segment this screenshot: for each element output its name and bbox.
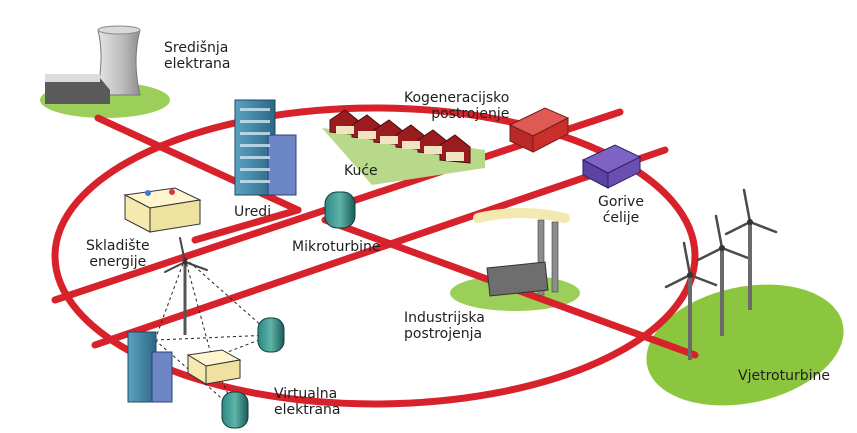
label-houses-text: Kuće — [344, 163, 378, 179]
label-storage-line1: Skladište — [86, 238, 150, 254]
power-plant-icon — [45, 25, 141, 104]
label-central-plant: Središnja elektrana — [164, 40, 231, 72]
label-offices-text: Uredi — [234, 204, 272, 220]
wind-turbine-icon — [164, 237, 208, 335]
cogeneration-plant-icon — [508, 107, 570, 153]
label-cogeneration-line2: postrojenje — [431, 106, 510, 122]
wind-turbine-icon — [696, 214, 750, 336]
grid-ring — [51, 104, 699, 408]
label-fuel-cells-line1: Gorive — [598, 194, 644, 210]
label-central-plant-line1: Središnja — [164, 40, 229, 56]
microturbine-icon — [324, 191, 356, 229]
label-wind-turbines-text: Vjetroturbine — [738, 368, 830, 384]
label-houses: Kuće — [344, 163, 378, 179]
label-central-plant-line2: elektrana — [164, 56, 231, 72]
fuel-cell-icon — [581, 144, 642, 189]
label-offices: Uredi — [234, 204, 271, 220]
grid-line-storage — [191, 206, 302, 244]
label-industrial: Industrijska postrojenja — [404, 310, 485, 342]
wind-turbine-icon — [664, 241, 718, 360]
label-virtual-plant-line2: elektrana — [274, 402, 341, 418]
wind-farm — [664, 188, 778, 360]
label-cogeneration: Kogeneracijsko postrojenje — [404, 90, 509, 122]
label-storage: Skladište energije — [86, 238, 150, 270]
virtual-plant-network — [154, 257, 273, 411]
label-fuel-cells: Gorive ćelije — [598, 194, 644, 226]
office-building-icon — [234, 99, 297, 196]
grid-line-fuel-cells — [91, 146, 669, 349]
label-cogeneration-line1: Kogeneracijsko — [404, 90, 510, 106]
label-wind-turbines: Vjetroturbine — [738, 368, 830, 384]
industrial-plant-icon — [473, 208, 570, 297]
label-industrial-line1: Industrijska — [404, 310, 485, 326]
office-building-icon — [127, 331, 173, 403]
microturbine-icon — [221, 391, 249, 429]
label-microturbines-text: Mikroturbine — [292, 239, 381, 255]
houses-icon — [322, 109, 485, 185]
label-industrial-line2: postrojenja — [404, 326, 483, 342]
label-virtual-plant: Virtualna elektrana — [274, 386, 341, 418]
wind-turbine-icon — [724, 188, 778, 310]
microturbine-icon — [257, 317, 285, 353]
label-virtual-plant-line1: Virtualna — [274, 386, 338, 402]
energy-storage-icon — [123, 187, 202, 233]
energy-storage-icon — [186, 349, 242, 385]
label-microturbines: Mikroturbine — [292, 239, 380, 255]
label-fuel-cells-line2: ćelije — [602, 210, 640, 226]
label-storage-line2: energije — [89, 254, 147, 270]
